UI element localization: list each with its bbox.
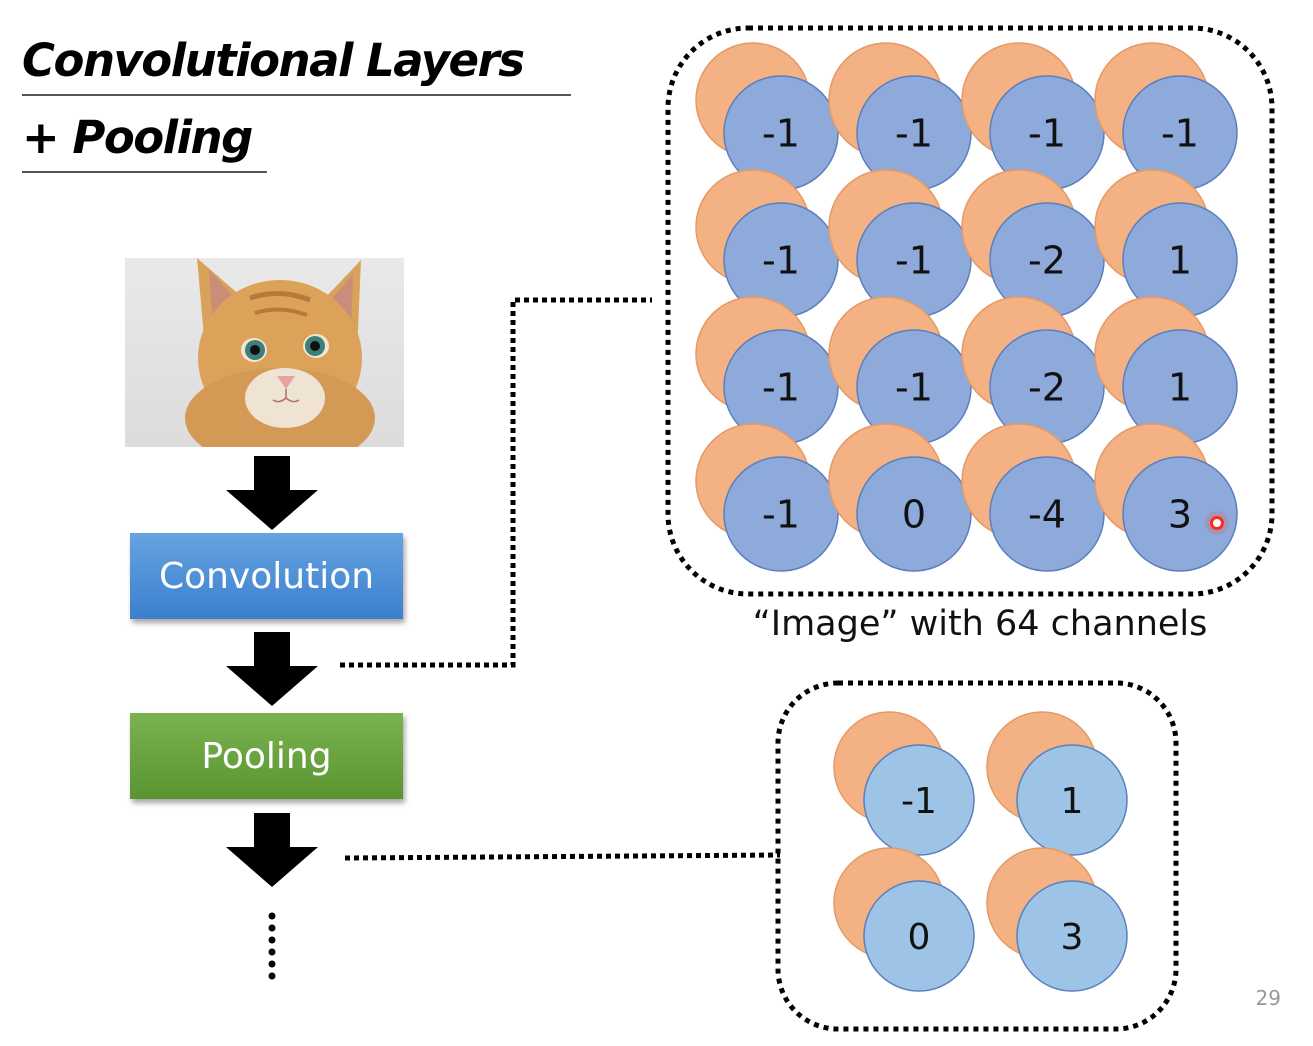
channel-value: 0	[902, 493, 926, 537]
pool-output-grid: -1 1 0 3	[833, 711, 1128, 992]
down-arrow-icon	[226, 813, 318, 887]
convolution-label: Convolution	[158, 555, 375, 597]
slide-title-line-2: + Pooling	[22, 111, 253, 164]
cat-photo	[125, 258, 404, 447]
front-channel-circle	[723, 456, 839, 572]
channel-value: -1	[895, 112, 933, 156]
channel-value: 0	[908, 917, 931, 958]
conv-output-box	[665, 25, 1275, 597]
channel-value: -4	[1028, 493, 1066, 537]
title-underline	[22, 94, 571, 96]
channel-value: -1	[895, 239, 933, 283]
pooling-block: Pooling	[130, 713, 403, 799]
front-channel-circle	[1016, 880, 1128, 992]
down-arrow-icon	[226, 632, 318, 706]
front-channel-circle	[863, 744, 975, 856]
channel-value: -1	[901, 781, 937, 822]
front-channel-circle	[856, 456, 972, 572]
channel-value: -1	[1161, 112, 1199, 156]
front-channel-circle	[863, 880, 975, 992]
pool-connector-line	[344, 852, 781, 861]
channel-value: 1	[1061, 781, 1084, 822]
channel-value: 1	[1168, 366, 1192, 410]
channel-value: -1	[762, 366, 800, 410]
front-channel-circle	[1122, 456, 1238, 572]
conv-output-grid: -1 -1 -1 -1 -1 -1 -2 1 -1 -1 -2 1 -1 0 -4 3	[695, 42, 1238, 572]
pooling-label: Pooling	[201, 735, 332, 777]
channel-value: 1	[1168, 239, 1192, 283]
channel-value: -1	[895, 366, 933, 410]
channel-value: -2	[1028, 239, 1066, 283]
channel-value: -1	[762, 239, 800, 283]
channel-value: -2	[1028, 366, 1066, 410]
title-underline	[22, 171, 267, 173]
channel-value: -1	[1028, 112, 1066, 156]
channel-value: 3	[1061, 917, 1084, 958]
front-channel-circle	[1016, 744, 1128, 856]
channel-value: -1	[762, 493, 800, 537]
channel-value: -1	[762, 112, 800, 156]
conv-output-caption: “Image” with 64 channels	[752, 604, 1208, 644]
slide-title-line-1: Convolutional Layers	[22, 34, 525, 87]
conv-connector-line	[340, 297, 652, 668]
convolution-block: Convolution	[130, 533, 403, 619]
pointer-cursor-ring	[1210, 516, 1224, 530]
front-channel-circle	[989, 456, 1105, 572]
pool-output-box	[775, 680, 1179, 1032]
down-arrow-icon	[226, 456, 318, 530]
page-number: 29	[1255, 986, 1281, 1010]
channel-value: 3	[1168, 493, 1192, 537]
